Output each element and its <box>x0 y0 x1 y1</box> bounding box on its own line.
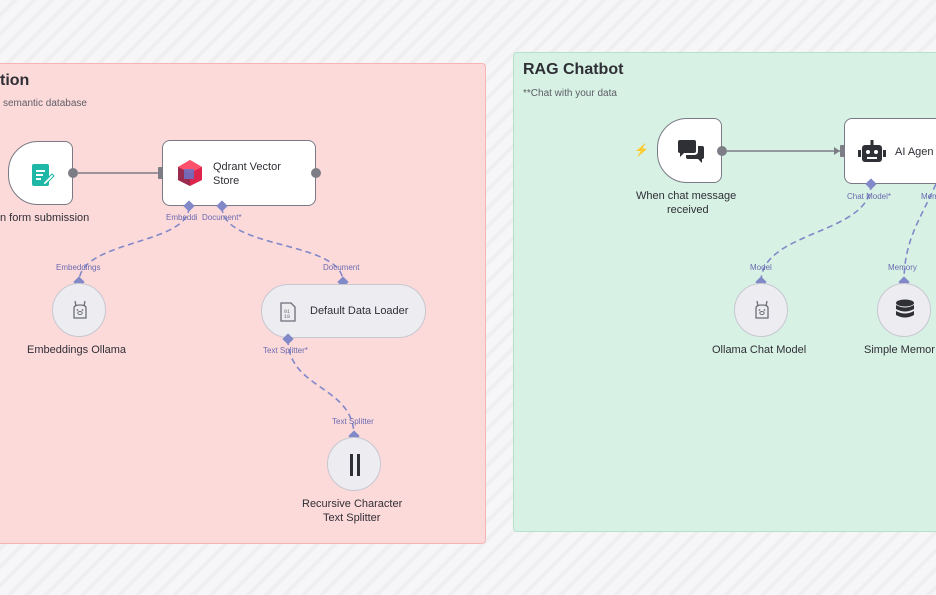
text-splitter-port-label: Text Splitter <box>332 417 374 426</box>
qdrant-label-line1: Qdrant Vector <box>213 161 281 173</box>
svg-text:10: 10 <box>284 314 290 320</box>
svg-text:01: 01 <box>284 309 290 315</box>
qdrant-vector-store-node[interactable]: Qdrant Vector Store <box>162 140 316 206</box>
form-output-handle[interactable] <box>68 168 78 178</box>
qdrant-document-port-label: Document* <box>202 213 242 222</box>
embeddings-ollama-node[interactable] <box>52 283 106 337</box>
chat-bubbles-icon <box>678 140 704 163</box>
ollama-chat-model-label: Ollama Chat Model <box>712 344 807 356</box>
text-splitter-label-line1: Recursive Character <box>302 498 403 510</box>
qdrant-label-line2: Store <box>213 175 240 187</box>
chat-trigger-label-line2: received <box>667 204 709 216</box>
qdrant-icon <box>178 160 202 186</box>
form-submission-trigger-node[interactable] <box>8 141 73 205</box>
ai-agent-node[interactable]: AI Agen <box>844 118 936 184</box>
file-binary-icon: 01 10 <box>280 302 296 322</box>
simple-memory-node[interactable] <box>877 283 931 337</box>
trigger-bolt-icon: ⚡ <box>634 143 649 157</box>
database-icon <box>896 299 914 318</box>
chat-model-port-label: Model <box>750 263 772 272</box>
default-data-loader-node[interactable]: 01 10 Default Data Loader <box>261 284 426 338</box>
text-splitter-label-line2: Text Splitter <box>323 512 381 524</box>
chat-trigger-node[interactable] <box>657 118 722 183</box>
qdrant-output-handle[interactable] <box>311 168 321 178</box>
ai-agent-input-handle[interactable] <box>840 145 846 157</box>
ollama-chat-model-node[interactable] <box>734 283 788 337</box>
recursive-text-splitter-node[interactable] <box>327 437 381 491</box>
splitter-icon <box>350 454 360 476</box>
qdrant-embedding-port-label: Embeddi <box>166 213 198 222</box>
ai-agent-memory-port-label: Mem <box>921 192 936 201</box>
form-icon <box>32 164 55 186</box>
sticky-title-rag: RAG Chatbot <box>523 61 624 78</box>
sticky-subtitle-rag: **Chat with your data <box>523 88 617 99</box>
chat-trigger-output-handle[interactable] <box>717 146 727 156</box>
llama-icon <box>755 300 769 319</box>
embeddings-port-label: Embeddings <box>56 263 101 272</box>
llama-icon <box>73 300 87 319</box>
chat-trigger-label-line1: When chat message <box>636 190 737 202</box>
sticky-title-ingestion: tion <box>0 72 30 89</box>
data-loader-splitter-port-label: Text Splitter* <box>263 346 308 355</box>
sticky-subtitle-ingestion: semantic database <box>3 98 87 109</box>
data-loader-document-port-label: Document <box>323 263 360 272</box>
simple-memory-label: Simple Memor <box>864 344 935 356</box>
ai-agent-chat-model-port-label: Chat Model* <box>847 192 892 201</box>
robot-icon <box>858 140 886 162</box>
default-data-loader-label: Default Data Loader <box>310 305 409 317</box>
qdrant-input-handle[interactable] <box>158 167 164 179</box>
ai-agent-label: AI Agen <box>895 146 934 158</box>
memory-port-label: Memory <box>888 263 917 272</box>
form-submission-label: n form submission <box>0 212 90 224</box>
embeddings-ollama-label: Embeddings Ollama <box>27 344 127 356</box>
